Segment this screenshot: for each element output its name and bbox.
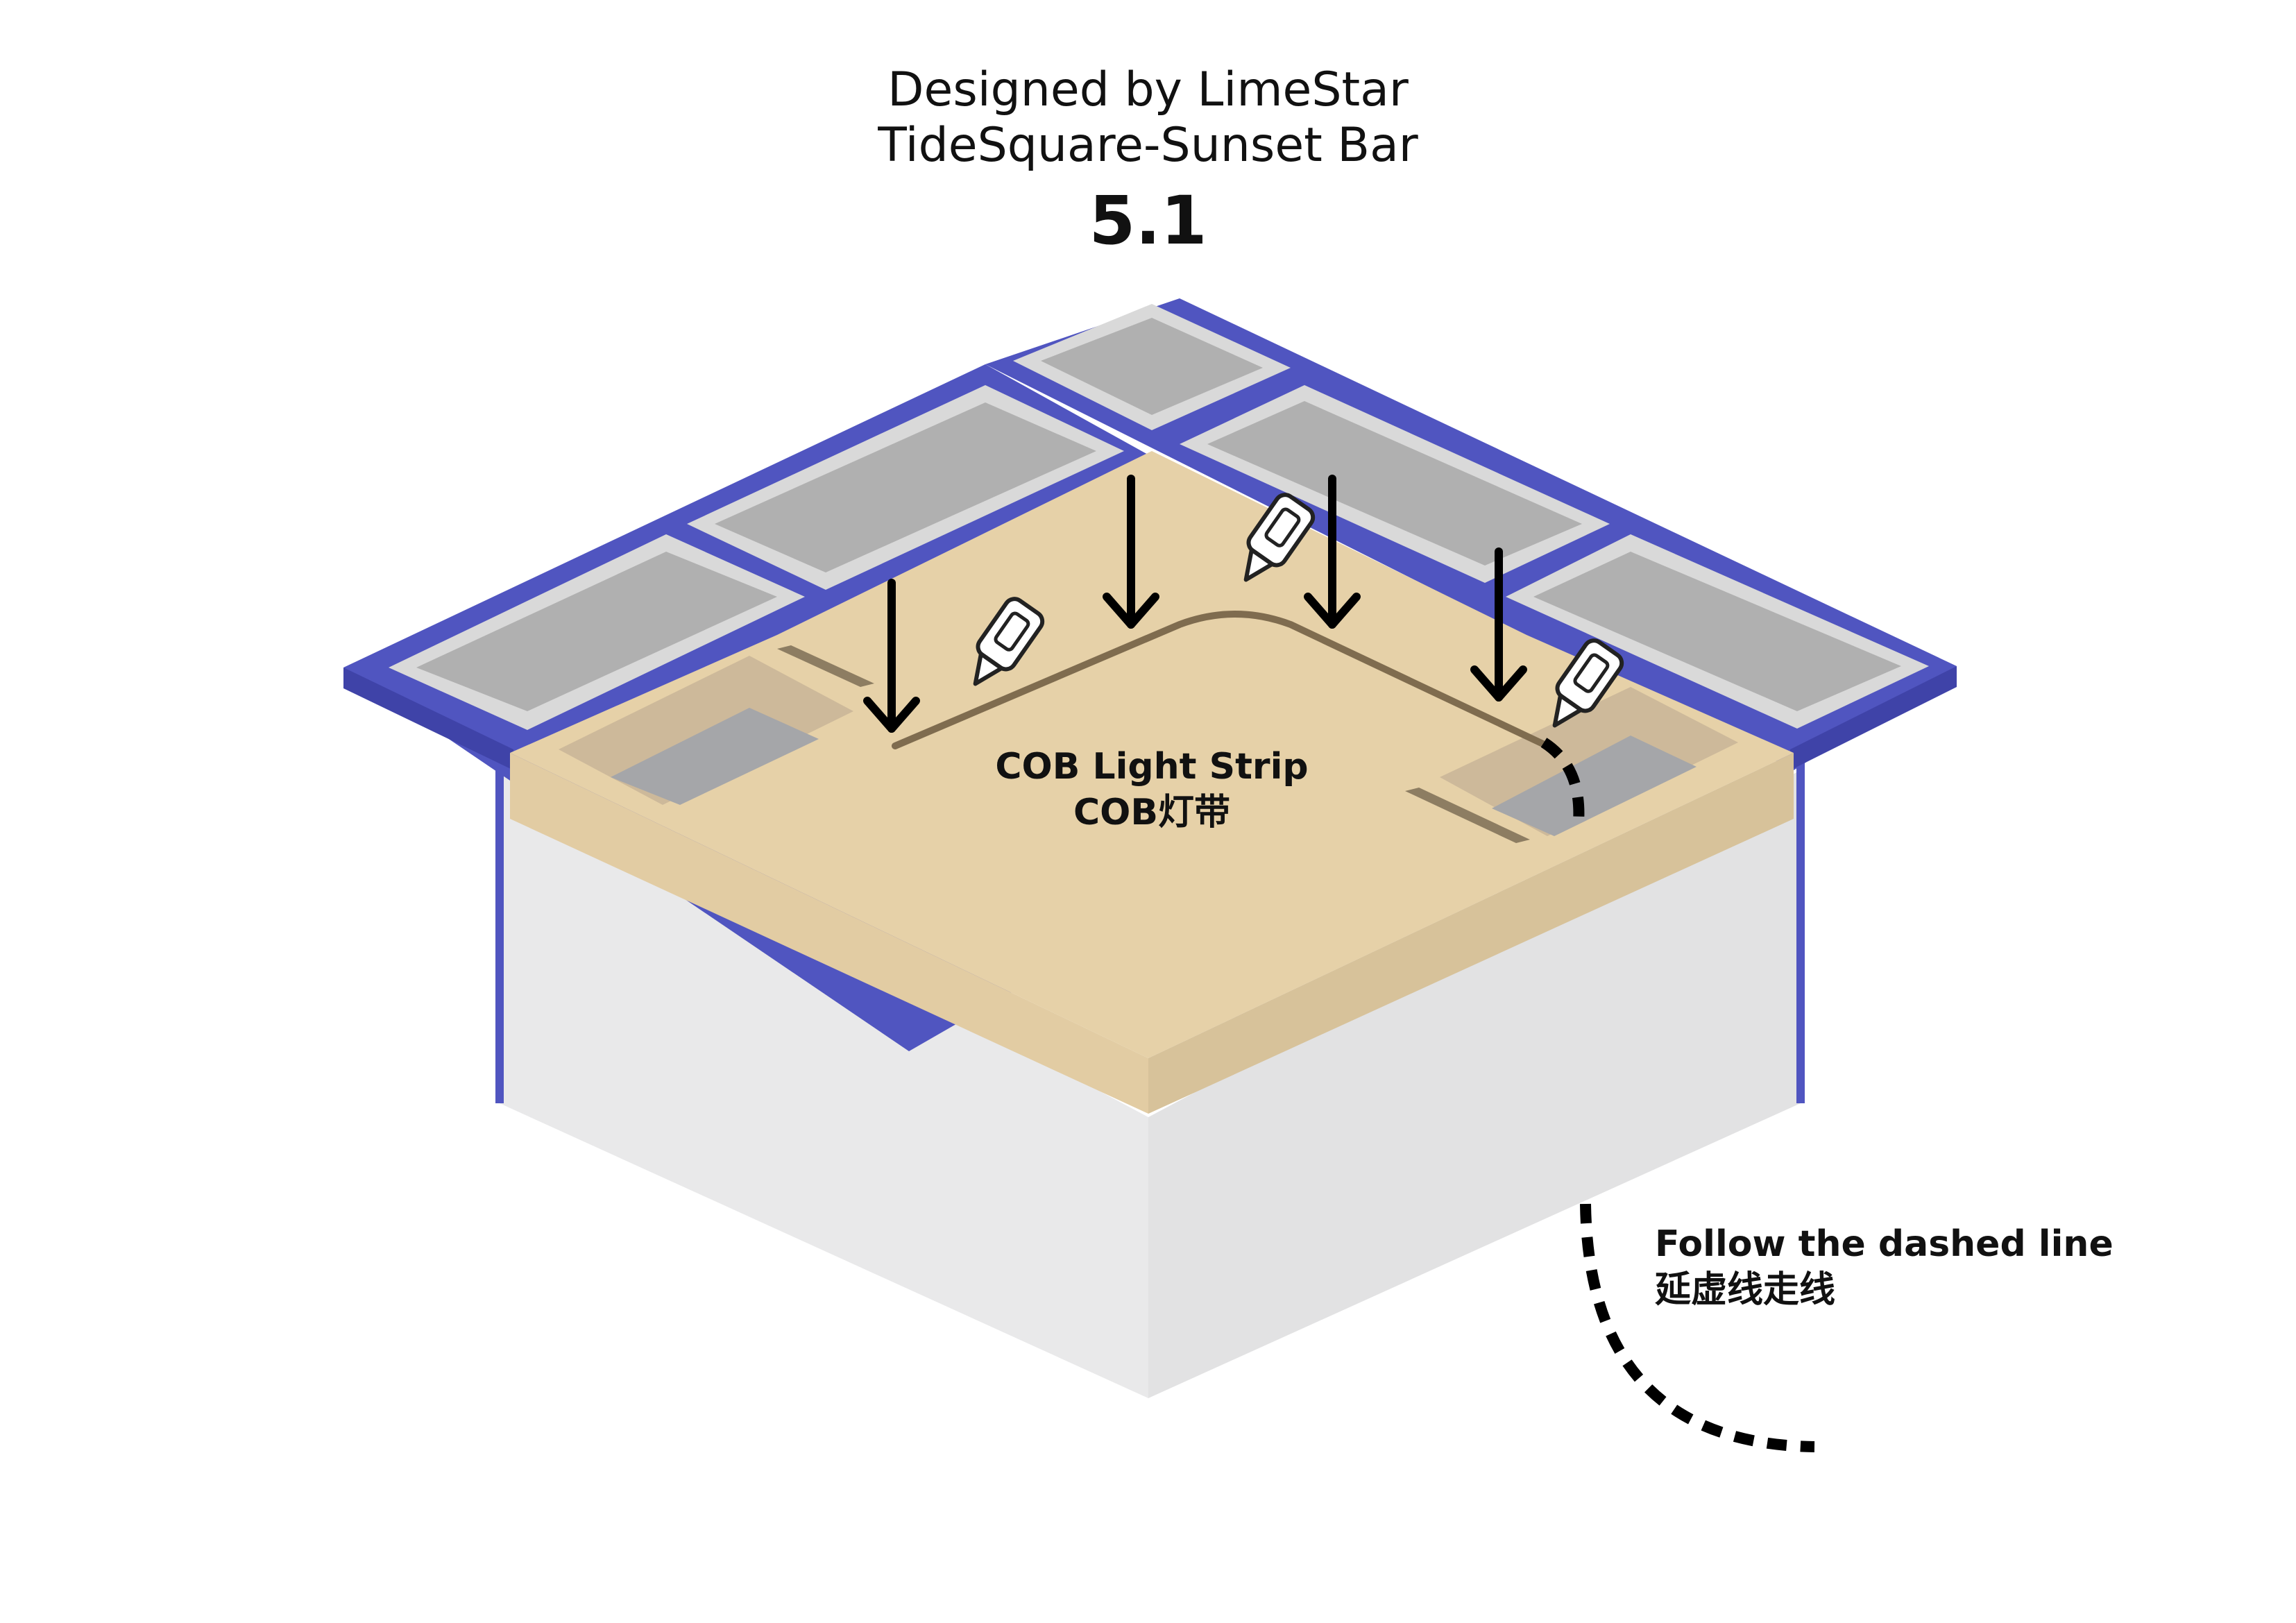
wood-board-left-side: [510, 753, 1148, 1114]
follow-dashed-label-en: Follow the dashed line: [1655, 1223, 2114, 1265]
tray-left-1-inner: [416, 552, 777, 711]
tray-right-1-inner: [1207, 401, 1582, 566]
follow-dashed-label-cn: 延虚线走线: [1655, 1269, 1836, 1311]
cob-strip-label: COB Light Strip COB灯带: [944, 744, 1360, 835]
glue-bottle-icon: [1552, 638, 1624, 728]
wood-board: [510, 451, 1794, 1114]
glue-bottle-icon: [1243, 493, 1316, 582]
trays-left: [389, 385, 1124, 730]
designer-credit: Designed by LimeStar: [887, 62, 1409, 117]
cabinet-left-face: [500, 770, 1148, 1398]
down-arrow-icon: [863, 579, 920, 733]
tray-right-2-inner: [1533, 552, 1901, 711]
trays-right: [1013, 304, 1929, 729]
step-number: 5.1: [1089, 182, 1207, 260]
down-arrow-icon: [1304, 475, 1361, 629]
down-arrows: [863, 475, 1527, 733]
product-name: TideSquare-Sunset Bar: [878, 118, 1418, 173]
channel-left: [777, 645, 874, 687]
down-arrow-icon: [1103, 475, 1159, 629]
tray-left-2-inner: [715, 402, 1096, 572]
tray-top-inner: [1041, 318, 1263, 415]
frame-right-edge: [1790, 666, 1957, 770]
glue-bottles: [973, 493, 1624, 728]
cutout-right-floor: [1492, 736, 1697, 836]
down-arrow-icon: [1470, 547, 1527, 702]
cob-strip-groove: [892, 611, 1551, 749]
cabinet-body: [495, 749, 1805, 1398]
title-block: Designed by LimeStar TideSquare-Sunset B…: [0, 62, 2296, 262]
dashed-wire-short: [1540, 738, 1585, 823]
cutout-left-floor: [611, 708, 819, 805]
frame-left-edge: [343, 668, 513, 770]
cob-strip-label-en: COB Light Strip: [995, 746, 1309, 788]
follow-dashed-label: Follow the dashed line 延虚线走线: [1655, 1221, 2141, 1313]
glue-bottle-icon: [973, 597, 1045, 686]
cabinet-right-face: [1148, 770, 1801, 1398]
wood-board-right-side: [1148, 753, 1794, 1114]
cob-strip-label-cn: COB灯带: [1073, 792, 1230, 833]
channel-right: [1405, 788, 1530, 843]
wood-board-top: [510, 451, 1794, 1058]
